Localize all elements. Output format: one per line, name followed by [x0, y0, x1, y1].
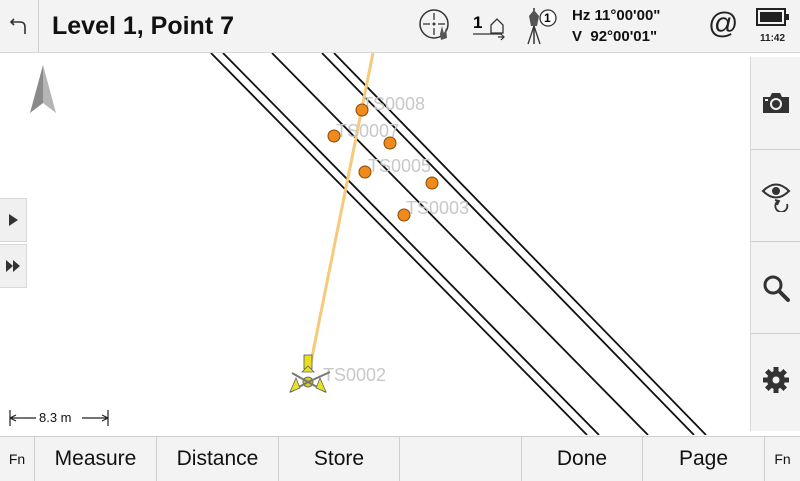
point-label: TS0005 [368, 156, 431, 176]
title-bar: Level 1, Point 7 1 1 Hz 11°00'0 [0, 0, 800, 53]
survey-point[interactable] [355, 103, 369, 117]
visibility-toggle-button[interactable] [751, 149, 800, 242]
point-label: TS0002 [323, 365, 386, 385]
back-arrow-icon [9, 18, 26, 34]
gear-icon [763, 367, 789, 393]
play-button[interactable] [0, 198, 27, 242]
point-label: TS0008 [362, 94, 425, 114]
camera-icon [763, 93, 789, 113]
map-toolbar [750, 57, 800, 431]
connection-at-icon[interactable]: @ [708, 7, 739, 40]
page-button[interactable]: Page [643, 437, 765, 481]
station-setup-icon[interactable]: 1 [470, 4, 510, 48]
survey-points[interactable] [327, 103, 439, 222]
v-value: 92°00'01" [590, 28, 658, 45]
page-title: Level 1, Point 7 [52, 12, 235, 40]
north-arrow-icon [26, 61, 60, 122]
survey-point[interactable] [327, 129, 341, 143]
eye-refresh-icon [761, 183, 791, 212]
prism-target-icon[interactable]: 1 [520, 4, 558, 48]
fast-forward-button[interactable] [0, 244, 27, 288]
softkey-bar: Fn Measure Distance Store Done Page Fn [0, 436, 800, 481]
survey-point[interactable] [397, 208, 411, 222]
survey-lines [210, 52, 707, 436]
fn-left-button[interactable]: Fn [0, 437, 35, 481]
target-number: 1 [544, 11, 551, 25]
clock: 11:42 [760, 33, 786, 44]
search-icon [763, 275, 790, 302]
scale-label: 8.3 m [39, 410, 72, 425]
fast-forward-icon [6, 260, 20, 272]
play-icon [9, 214, 18, 226]
done-button[interactable]: Done [522, 437, 643, 481]
store-button[interactable]: Store [279, 437, 400, 481]
scale-bar: 8.3 m [8, 407, 112, 429]
distance-button[interactable]: Distance [157, 437, 279, 481]
zoom-button[interactable] [751, 241, 800, 334]
fn-right-button[interactable]: Fn [774, 451, 791, 467]
hz-label: Hz [572, 7, 591, 24]
survey-point[interactable] [425, 176, 439, 190]
point-label: TS0003 [406, 198, 469, 218]
back-button[interactable] [0, 0, 39, 52]
target-tracking-icon[interactable] [416, 4, 456, 48]
map-view[interactable]: TS0008 TS0007 TS0005 TS0003 TS0002 [0, 52, 800, 436]
point-label: TS0007 [336, 121, 399, 141]
survey-point[interactable] [383, 136, 397, 150]
hz-value: 11°00'00" [594, 7, 661, 24]
angle-readout: Hz 11°00'00" V 92°00'01" [572, 5, 660, 47]
survey-point[interactable] [358, 165, 372, 179]
measure-button[interactable]: Measure [35, 437, 157, 481]
station-setup-number: 1 [473, 13, 483, 32]
battery-icon [756, 7, 790, 32]
camera-button[interactable] [751, 57, 800, 149]
empty-softkey[interactable] [400, 437, 522, 481]
settings-button[interactable] [751, 333, 800, 426]
instrument-tripod-icon [289, 354, 331, 393]
v-label: V [572, 28, 583, 45]
